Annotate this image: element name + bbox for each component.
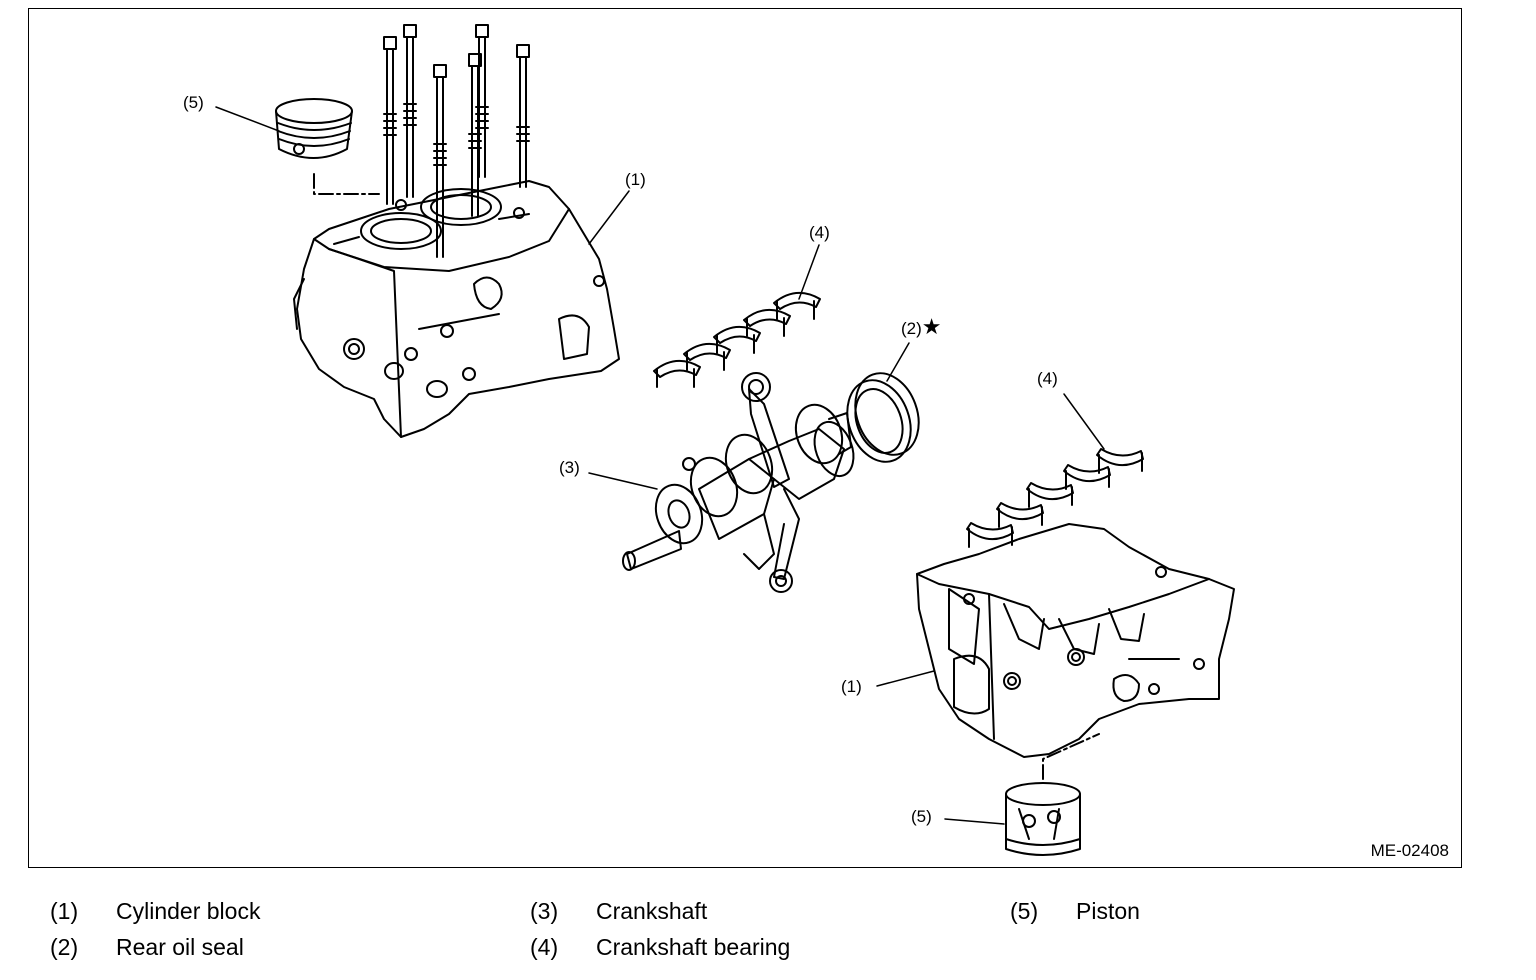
crankshaft-bearings-lower bbox=[966, 448, 1144, 548]
cylinder-block-upper bbox=[293, 180, 620, 438]
legend-label: Crankshaft bearing bbox=[596, 934, 791, 960]
callout-2: (2)★ bbox=[901, 316, 942, 338]
piston-lower bbox=[1005, 782, 1081, 856]
crankshaft bbox=[622, 372, 855, 593]
legend-number: (4) bbox=[530, 934, 559, 960]
callout-5-bottom: (5) bbox=[911, 807, 932, 826]
callout-1-top: (1) bbox=[625, 170, 646, 189]
diagram-drawing bbox=[215, 24, 1235, 856]
exploded-engine-diagram: (5) (1) (4) (2)★ (3) (4) (1) (5) ME-0240… bbox=[28, 8, 1462, 868]
callout-4-top: (4) bbox=[809, 223, 830, 242]
piston-lower-axis bbox=[1042, 733, 1100, 780]
legend-number: (3) bbox=[530, 898, 559, 924]
legend-label: Cylinder block bbox=[116, 898, 261, 924]
callout-5-top: (5) bbox=[183, 93, 204, 112]
legend-number: (2) bbox=[50, 934, 79, 960]
rear-oil-seal bbox=[846, 372, 920, 463]
cylinder-head-bolts bbox=[383, 24, 530, 258]
star-icon: ★ bbox=[921, 314, 942, 339]
crankshaft-bearings-upper bbox=[653, 292, 821, 388]
cylinder-block-lower bbox=[916, 523, 1235, 758]
parts-legend: (1) Cylinder block (2) Rear oil seal (3)… bbox=[0, 898, 1536, 978]
piston-upper bbox=[275, 98, 353, 159]
legend-label: Crankshaft bbox=[596, 898, 708, 924]
legend-number: (5) bbox=[1010, 898, 1039, 924]
leader-lines bbox=[215, 106, 1105, 825]
callout-3: (3) bbox=[559, 458, 580, 477]
piston-upper-axis bbox=[313, 173, 380, 195]
figure-id: ME-02408 bbox=[1370, 841, 1449, 860]
callout-2-label: (2) bbox=[901, 319, 922, 338]
callout-1-bottom: (1) bbox=[841, 677, 862, 696]
callout-4-right: (4) bbox=[1037, 369, 1058, 388]
legend-number: (1) bbox=[50, 898, 79, 924]
legend-label: Piston bbox=[1076, 898, 1140, 924]
legend-label: Rear oil seal bbox=[116, 934, 244, 960]
